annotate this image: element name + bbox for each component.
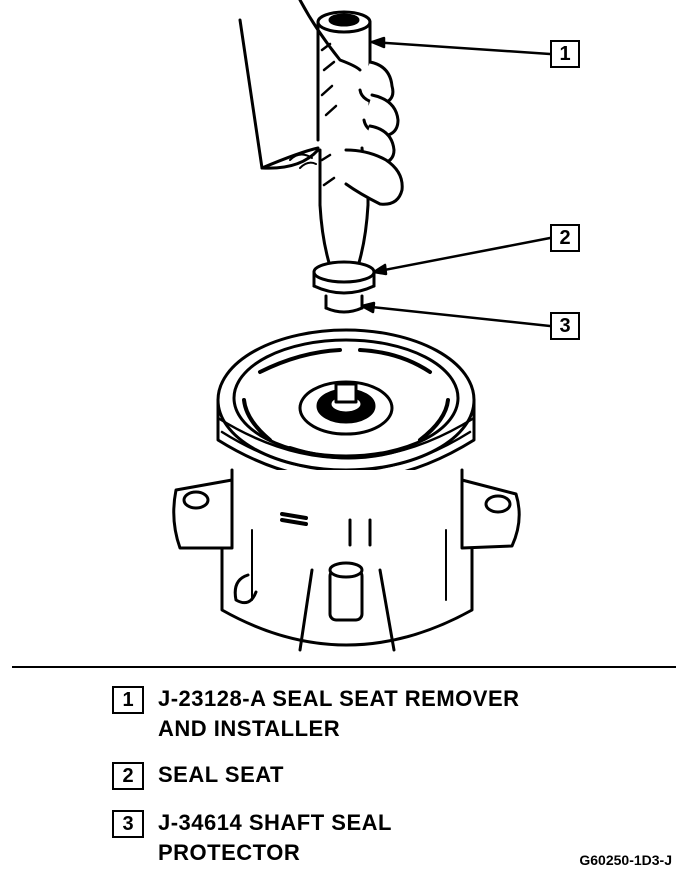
- callout-1: 1: [550, 40, 580, 68]
- compressor-seal-illustration: [172, 0, 552, 652]
- legend-item-1: 1 J-23128-A SEAL SEAT REMOVER AND INSTAL…: [112, 686, 520, 744]
- legend-number: 1: [112, 686, 144, 714]
- legend-label: J-23128-A SEAL SEAT REMOVER AND INSTALLE…: [158, 686, 520, 741]
- figure-code: G60250-1D3-J: [579, 852, 672, 868]
- legend-number: 2: [112, 762, 144, 790]
- legend-number: 3: [112, 810, 144, 838]
- legend-label: SEAL SEAT: [158, 762, 284, 787]
- hand-icon: [238, 0, 404, 206]
- callout-3: 3: [550, 312, 580, 340]
- callout-leader-lines: [360, 36, 552, 328]
- shaft-seal-protector-part: [324, 294, 364, 314]
- legend-label: J-34614 SHAFT SEAL PROTECTOR: [158, 810, 392, 865]
- legend-item-2: 2 SEAL SEAT: [112, 762, 284, 790]
- compressor-pulley: [216, 328, 476, 482]
- compressor-body: [172, 468, 521, 652]
- legend-divider: [12, 666, 676, 668]
- seal-seat-part: [312, 260, 376, 295]
- seal-seat-remover-tool: [316, 10, 372, 268]
- legend-item-3: 3 J-34614 SHAFT SEAL PROTECTOR: [112, 810, 392, 868]
- callout-2: 2: [550, 224, 580, 252]
